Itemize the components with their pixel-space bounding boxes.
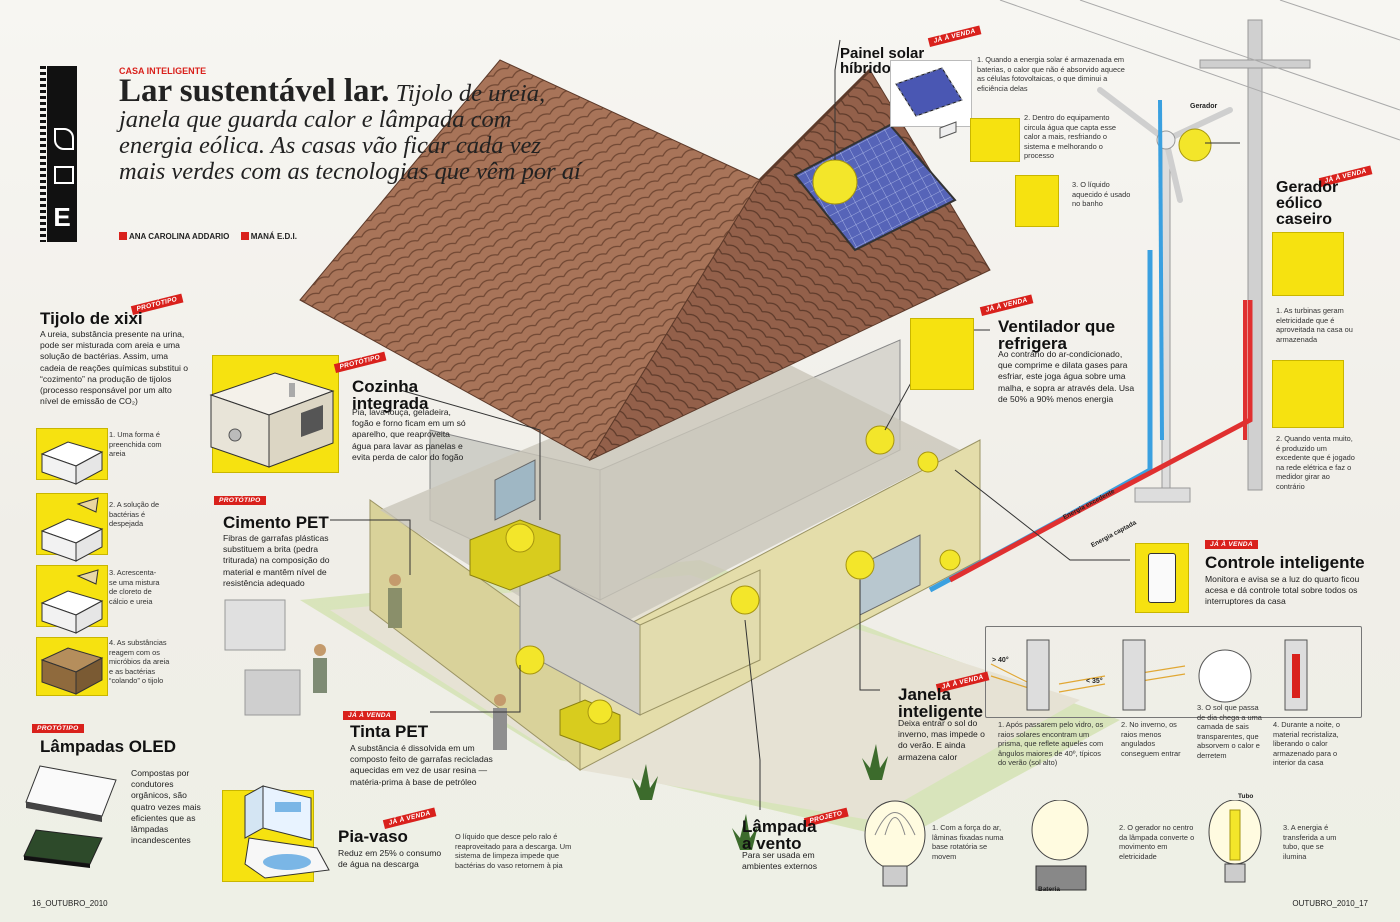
gerador-step1-box: [1272, 232, 1344, 296]
text-credit-icon: [119, 232, 127, 240]
lampada-step-1: 1. Com a força do ar, lâminas fixadas nu…: [932, 823, 1004, 861]
tab-stripes: [40, 66, 46, 242]
piavaso-text: Reduz em 25% o consumo de água na descar…: [338, 848, 442, 870]
lampada-title: Lâmpada a vento: [742, 817, 817, 853]
cimento-title: Cimento PET: [223, 513, 329, 532]
tinta-text: A substância é dissolvida em um composto…: [350, 743, 493, 787]
cozinha-title: Cozinha integrada: [352, 377, 429, 413]
cimento-text: Fibras de garrafas plásticas substituem …: [223, 533, 330, 588]
gerador-label: Gerador: [1190, 103, 1218, 110]
controle-text: Monitora e avisa se a luz do quarto fico…: [1205, 574, 1360, 607]
section-tab: E: [47, 66, 77, 242]
house-icon: [54, 166, 74, 184]
tube-label: Tubo: [1238, 793, 1254, 800]
painel-step-1: 1. Quando a energia solar é armazenada e…: [977, 55, 1125, 93]
tijolo-text: A ureia, substância presente na urina, p…: [40, 329, 189, 407]
gerador-title: Gerador eólico caseiro: [1276, 179, 1339, 228]
folio-left: 16_OUTUBRO_2010: [32, 899, 108, 908]
smart-window-art: [990, 639, 1308, 711]
piavaso-title: Pia-vaso: [338, 827, 408, 846]
ventilador-box: [910, 318, 974, 390]
controle-title: Controle inteligente: [1205, 553, 1365, 572]
cozinha-text: Pia, lava-louça, geladeira, fogão e forn…: [352, 407, 466, 462]
leaf-icon: [54, 128, 74, 150]
controle-badge: JÁ À VENDA: [1205, 540, 1258, 549]
gerador-step-2: 2. Quando venta muito, é produzido um ex…: [1276, 434, 1355, 491]
angle-winter: < 35°: [1086, 678, 1103, 685]
headline-bold: Lar sustentável lar.: [119, 73, 390, 109]
painel-step-2: 2. Dentro do equipamento circula água qu…: [1024, 113, 1117, 161]
folio-right: OUTUBRO_2010_17: [1292, 899, 1368, 908]
sink-toilet-art: [244, 785, 330, 879]
text-credit: ANA CAROLINA ADDARIO: [128, 232, 230, 241]
painel-step2-box: [970, 118, 1020, 162]
tinta-title: Tinta PET: [350, 722, 429, 741]
cimento-badge: PROTÓTIPO: [214, 496, 266, 505]
tijolo-step-3: 3. Acrescenta-se uma mistura de cloreto …: [109, 568, 160, 606]
switch-panel-icon: [1148, 553, 1176, 603]
lampada-step-2: 2. O gerador no centro da lâmpada conver…: [1119, 823, 1195, 861]
angle-summer: > 40°: [992, 657, 1009, 664]
credits: ANA CAROLINA ADDARIO MANÁ E.D.I.: [119, 232, 297, 241]
janela-step-4: 4. Durante a noite, o material recristal…: [1273, 720, 1340, 768]
janela-text: Deixa entrar o sol do inverno, mas imped…: [898, 718, 985, 762]
painel-title: Painel solar híbrido: [840, 45, 925, 77]
janela-step-1: 1. Após passarem pelo vidro, os raios so…: [998, 720, 1104, 768]
painel-step3-box: [1015, 175, 1059, 227]
oled-text: Compostas por condutores orgânicos, são …: [131, 768, 201, 846]
wind-lamp-art: [864, 800, 1262, 891]
lampada-step-3: 3. A energia é transferida a um tubo, qu…: [1283, 823, 1337, 861]
brick-steps-art: [40, 441, 104, 695]
painel-step-3: 3. O líquido aquecido é usado no banho: [1072, 180, 1131, 209]
gerador-step-1: 1. As turbinas geram eletricidade que é …: [1276, 306, 1353, 344]
kicker: CASA INTELIGENTE: [119, 66, 207, 76]
ventilador-title: Ventilador que refrigera: [998, 317, 1116, 353]
tijolo-step-1: 1. Uma forma é preenchida com areia: [109, 430, 162, 459]
battery-label: Bateria: [1038, 886, 1061, 893]
oled-badge: PROTÓTIPO: [32, 724, 84, 733]
oled-title: Lâmpadas OLED: [40, 737, 177, 756]
janela-title: Janela inteligente: [898, 685, 984, 721]
section-letter: E: [53, 202, 71, 232]
tijolo-step-4: 4. As substâncias reagem com os micróbio…: [109, 638, 170, 686]
janela-step-3: 3. O sol que passa de dia chega a uma ca…: [1197, 703, 1262, 760]
kitchen-unit-art: [209, 372, 335, 468]
piavaso-note: O líquido que desce pelo ralo é reaprove…: [455, 832, 572, 870]
lampada-text: Para ser usada em ambientes externos: [742, 850, 817, 872]
art-credit-icon: [240, 232, 249, 240]
oled-panel-art: [23, 765, 117, 868]
tinta-badge: JÁ À VENDA: [343, 711, 396, 720]
headline: Lar sustentável lar. Tijolo de ureia, ja…: [119, 75, 589, 185]
art-credit: MANÁ E.D.I.: [250, 232, 297, 241]
headline-rest: Tijolo de ureia, janela que guarda calor…: [119, 80, 581, 185]
solar-panel-art: [895, 67, 963, 139]
janela-step-2: 2. No inverno, os raios menos angulados …: [1121, 720, 1181, 758]
ventilador-text: Ao contrário do ar-condicionado, que com…: [998, 349, 1135, 404]
tijolo-title: Tijolo de xixi: [40, 309, 143, 328]
tijolo-step-2: 2. A solução de bactérias é despejada: [109, 500, 160, 529]
gerador-step2-box: [1272, 360, 1344, 428]
